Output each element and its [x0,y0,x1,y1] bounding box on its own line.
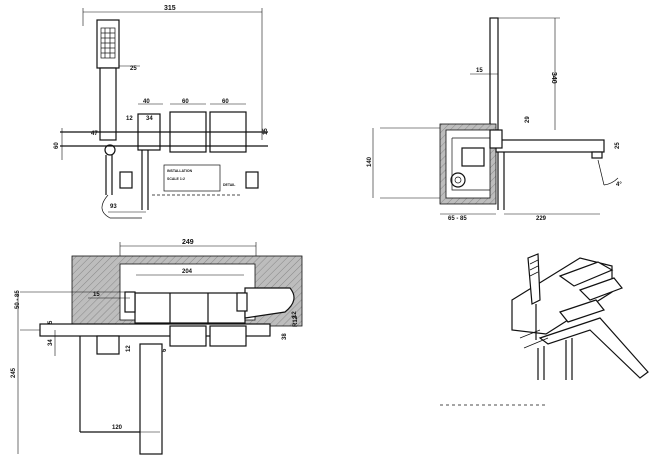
dim-offset-small: 5 [48,320,54,324]
dim-handshower-width: 25 [130,66,137,72]
dim-spout-length: 229 [536,216,547,222]
bracket-right [245,171,259,189]
dim-height-right: 15 [263,128,269,135]
dim-offset-c: 34 [146,116,153,122]
dim-spacing-c: 60 [222,99,229,105]
dim-offset-right: 38 [282,333,288,340]
top-spout [139,343,163,455]
dim-overall-width: 315 [164,5,176,12]
dim-height-left: 60 [54,142,60,149]
dim-wall-depth: 65 - 85 [448,216,467,222]
top-view: 249 204 15 50 - 85 5 38 12 R12 34 12 6 [11,239,303,455]
bracket-left [119,171,133,189]
handshower-head [96,19,120,69]
front-view: 315 25 40 60 60 60 47 [54,5,269,219]
side-valve [450,172,466,188]
dim-small-12: 12 [126,345,132,352]
dim-spout-offset: 29 [525,116,531,123]
dim-body-height: 140 [367,156,373,167]
dim-projection: 245 [11,367,17,378]
dim-handshower-height: 340 [550,72,557,84]
dim-hose-length: 93 [110,204,117,210]
dim-spout-height: 25 [615,142,621,149]
top-diverter [96,335,120,355]
handshower-handle [99,67,117,141]
dim-spout-radius: R12 [293,315,299,327]
side-connector [489,129,503,149]
fine-print-1: INSTALLATION [167,169,193,173]
top-spout-curve [244,287,295,319]
dim-spacing-b: 60 [182,99,189,105]
dim-offset-left: 15 [93,292,100,298]
hose-connector [104,144,116,156]
dim-angle: 4° [616,182,622,188]
fine-print-2: SCALE 1:2 [167,177,185,181]
isometric-view [440,253,649,406]
side-spout [495,139,605,153]
dim-side-handshower-width: 15 [476,68,483,74]
dim-offset-b: 12 [126,116,133,122]
front-fine-print: INSTALLATION SCALE 1:2 DETAIL [152,164,240,196]
side-view: 340 15 140 29 25 65 - 85 229 4° [367,17,622,222]
dim-offset-a: 47 [91,131,98,137]
side-spout-tip [591,151,603,159]
dim-inner-width: 204 [182,269,193,275]
fine-print-3: DETAIL [223,183,236,187]
dim-offset-r2: 12 [292,311,298,318]
nozzle-grid [100,27,116,59]
dim-spacing-a: 40 [143,99,150,105]
dim-offset-mid: 34 [48,339,54,346]
dim-offset-b: 6 [162,348,168,352]
dim-spout-width: 120 [112,425,123,431]
top-body [134,292,246,324]
iso-spout [538,317,649,379]
dim-box-width: 249 [182,239,194,246]
